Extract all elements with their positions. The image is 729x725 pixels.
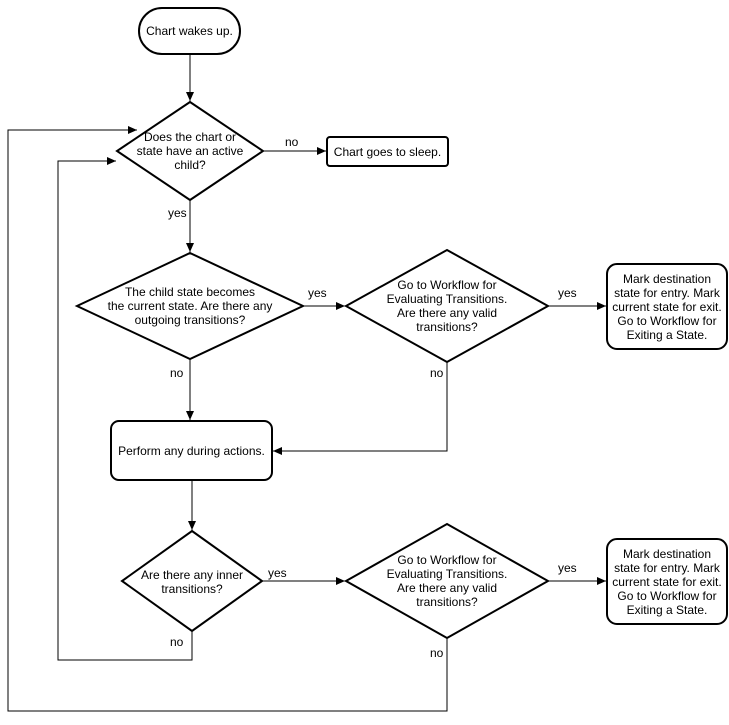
edge-label-active-yes: yes xyxy=(168,206,187,220)
start-terminal-shape xyxy=(138,7,241,55)
sleep-process-shape xyxy=(326,136,449,167)
inner-decision-shape xyxy=(120,529,264,633)
connector-inner-loop-back xyxy=(57,157,193,661)
edge-label-eval2-no: no xyxy=(430,646,444,660)
mark-2-process-shape xyxy=(606,538,728,625)
eval-1-decision-shape xyxy=(343,248,551,364)
edge-label-active-no: no xyxy=(285,135,299,149)
edge-label-inner-no: no xyxy=(170,635,184,649)
edge-label-outgoing-no: no xyxy=(170,366,184,380)
during-process-shape xyxy=(110,420,273,481)
mark-1-process-shape xyxy=(606,263,728,350)
outgoing-decision-shape xyxy=(74,251,306,361)
edge-label-outgoing-yes: yes xyxy=(308,286,327,300)
eval-2-decision-shape xyxy=(343,522,551,640)
connector-eval1-to-during xyxy=(273,362,448,455)
edge-label-inner-yes: yes xyxy=(268,566,287,580)
active-child-decision-shape xyxy=(115,100,265,202)
edge-label-eval1-yes: yes xyxy=(558,286,577,300)
edge-label-eval2-yes: yes xyxy=(558,561,577,575)
connector-eval2-loop-back xyxy=(7,126,448,712)
edge-label-eval1-no: no xyxy=(430,366,444,380)
